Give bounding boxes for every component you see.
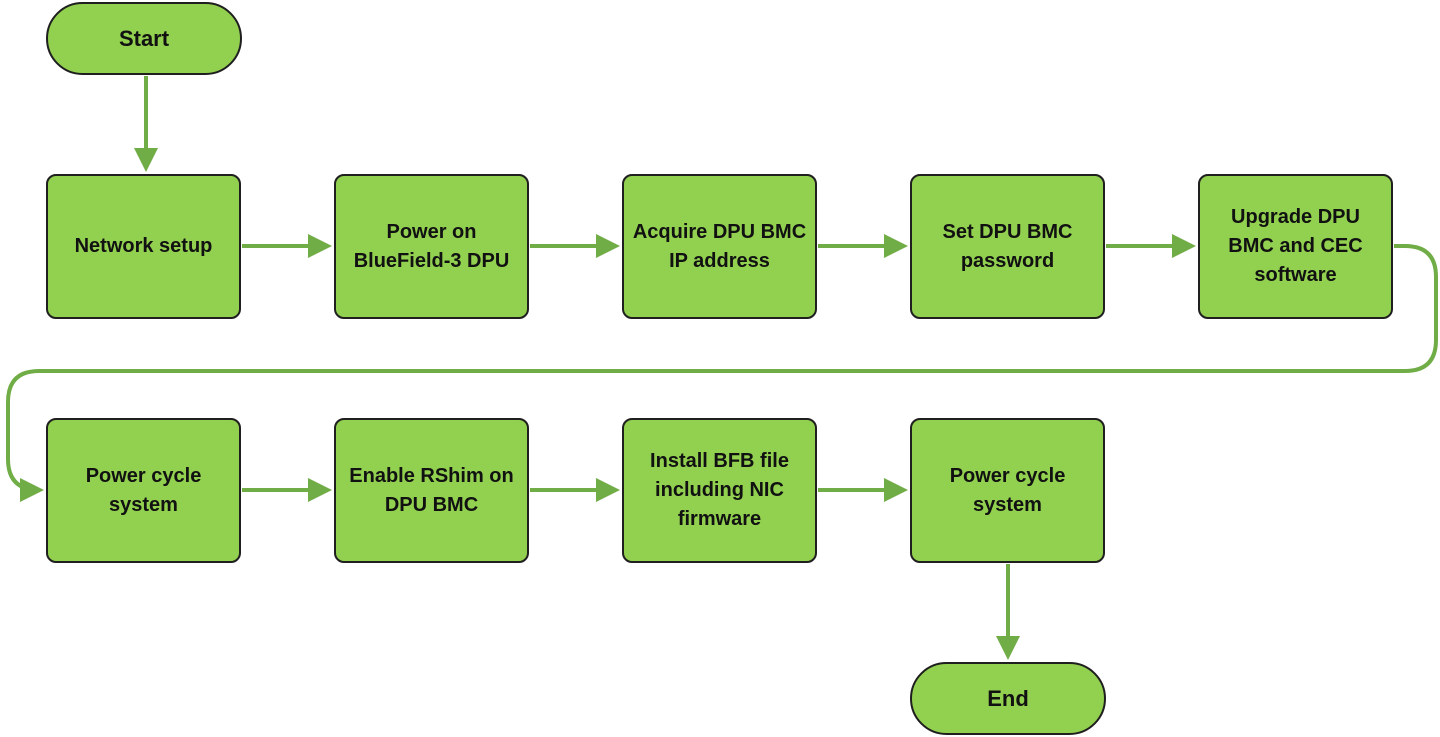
step-power-cycle-1: Power cycle system [46, 418, 241, 563]
step-install-bfb: Install BFB file including NIC firmware [622, 418, 817, 563]
step-enable-rshim: Enable RShim on DPU BMC [334, 418, 529, 563]
step-upgrade-bmc-cec: Upgrade DPU BMC and CEC software [1198, 174, 1393, 319]
start-terminal: Start [46, 2, 242, 75]
step-set-bmc-password: Set DPU BMC password [910, 174, 1105, 319]
step-network-setup: Network setup [46, 174, 241, 319]
connector-step-5-to-step-6 [6, 244, 1438, 502]
end-terminal: End [910, 662, 1106, 735]
step-power-cycle-2: Power cycle system [910, 418, 1105, 563]
step-acquire-bmc-ip: Acquire DPU BMC IP address [622, 174, 817, 319]
step-power-on-dpu: Power on BlueField-3 DPU [334, 174, 529, 319]
